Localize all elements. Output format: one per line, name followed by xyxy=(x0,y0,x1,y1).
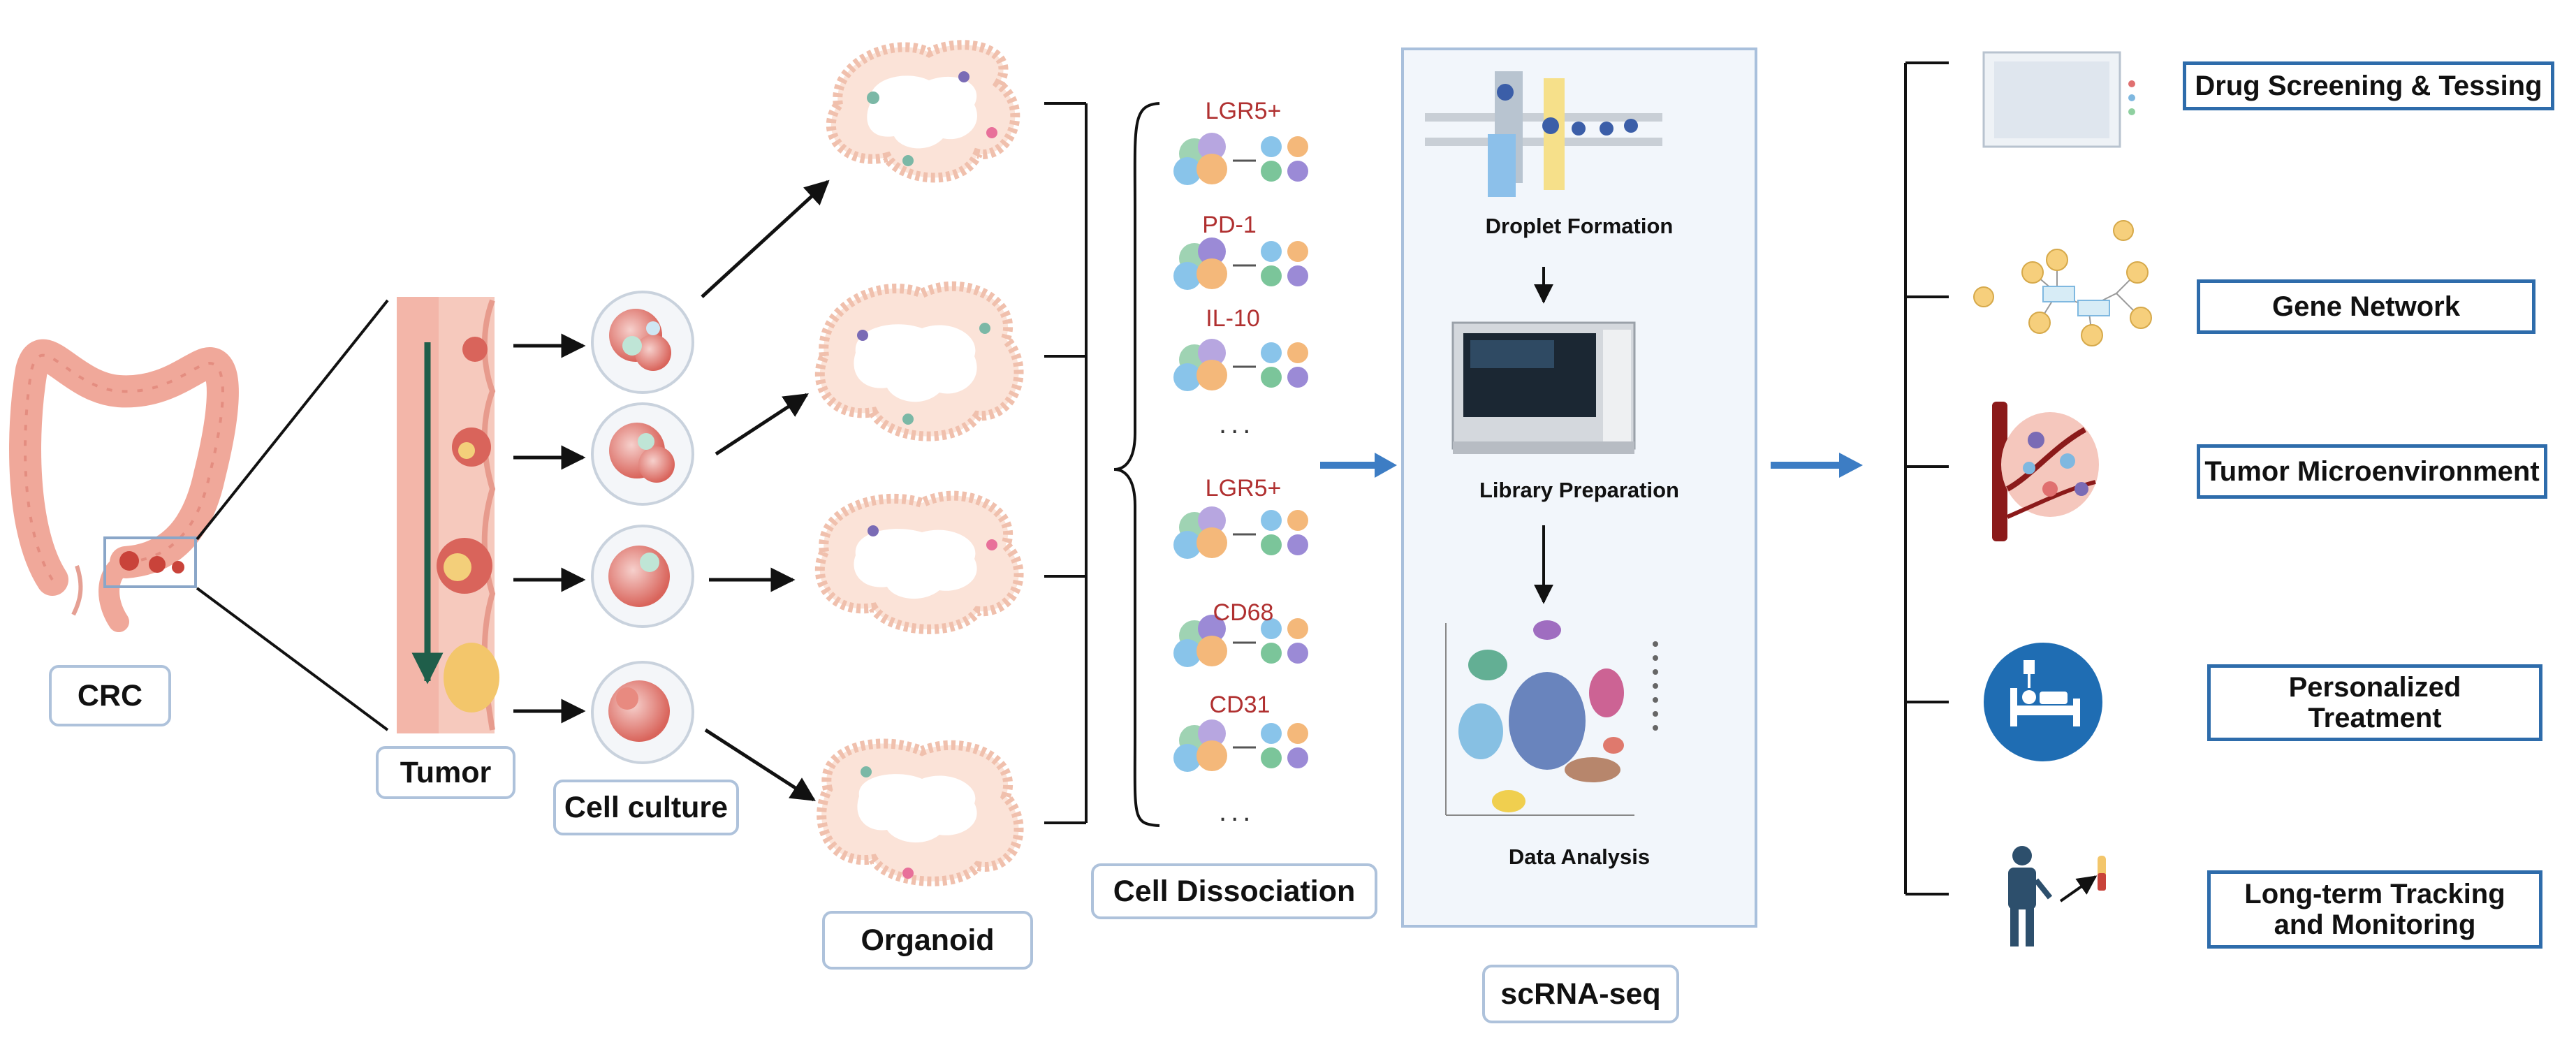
organoid xyxy=(814,281,1024,441)
zoom-line xyxy=(196,587,389,731)
marker-label: IL-10 xyxy=(1206,305,1260,332)
organoid-arrows xyxy=(701,180,830,802)
step-label-droplet: Droplet Formation xyxy=(1485,214,1674,238)
dissociation-brace xyxy=(1113,102,1160,827)
app-long-term-tracking: Long-term Tracking and Monitoring xyxy=(2207,870,2542,949)
scrna-seq-artwork xyxy=(1425,71,1662,816)
label-cell-dissociation: Cell Dissociation xyxy=(1091,863,1377,919)
culture-dish xyxy=(591,525,694,628)
app-personalized-treatment: Personalized Treatment xyxy=(2207,664,2542,741)
merge-bracket xyxy=(1044,102,1088,824)
culture-dish xyxy=(591,402,694,506)
patient-tracking-icon xyxy=(2008,846,2106,946)
hospital-bed-icon xyxy=(1984,643,2102,761)
cell-cluster xyxy=(1173,506,1308,559)
organoid xyxy=(814,490,1024,634)
cell-cluster xyxy=(1173,133,1308,185)
app-gene-network: Gene Network xyxy=(2197,279,2535,334)
marker-label: CD31 xyxy=(1209,692,1271,718)
zoom-line xyxy=(196,299,389,541)
culture-arrows xyxy=(513,333,586,724)
marker-label: CD68 xyxy=(1213,599,1274,626)
cell-cluster xyxy=(1173,719,1308,772)
scrna-seq-panel: Droplet Formation Library Preparation Da… xyxy=(1401,47,1757,928)
ellipsis: ... xyxy=(1219,409,1255,439)
tumor-spot xyxy=(119,551,139,571)
organoid xyxy=(826,40,1020,183)
tumor-microenvironment-icon xyxy=(1992,402,2099,541)
culture-dish xyxy=(591,291,694,394)
organoid xyxy=(817,738,1024,886)
label-organoid: Organoid xyxy=(822,911,1033,970)
cell-cluster xyxy=(1173,237,1308,290)
app-tumor-microenvironment: Tumor Microenvironment xyxy=(2197,444,2547,499)
step-label-analysis: Data Analysis xyxy=(1508,845,1651,869)
microfluidic-chip-icon xyxy=(1425,71,1662,197)
tumor-tissue-strip xyxy=(397,297,499,733)
label-tumor: Tumor xyxy=(376,746,515,799)
label-cell-culture: Cell culture xyxy=(553,780,739,835)
ellipsis: ... xyxy=(1219,796,1255,827)
tumor-spot xyxy=(172,561,184,573)
cell-cluster xyxy=(1173,339,1308,391)
cell-cluster xyxy=(1173,615,1308,667)
step-label-library: Library Preparation xyxy=(1479,478,1679,502)
tumor-zoom-box xyxy=(103,536,197,588)
marker-label: LGR5+ xyxy=(1205,475,1282,502)
label-scrna-seq: scRNA-seq xyxy=(1482,965,1679,1023)
colon-illustration xyxy=(9,339,239,632)
marker-label: LGR5+ xyxy=(1205,98,1282,124)
blue-arrow xyxy=(1320,453,1397,478)
applications-bracket xyxy=(1904,61,1949,896)
culture-dish xyxy=(591,661,694,764)
app-drug-screening: Drug Screening & Tessing xyxy=(2183,61,2554,110)
marker-label: PD-1 xyxy=(1202,212,1257,238)
blue-arrow xyxy=(1771,453,1863,478)
well-plate-icon xyxy=(1982,51,2135,148)
label-crc: CRC xyxy=(49,665,171,726)
sequencer-icon xyxy=(1451,321,1636,454)
umap-plot-icon xyxy=(1445,620,1658,816)
gene-network-icon xyxy=(1973,220,2152,346)
tumor-spot xyxy=(149,556,166,573)
